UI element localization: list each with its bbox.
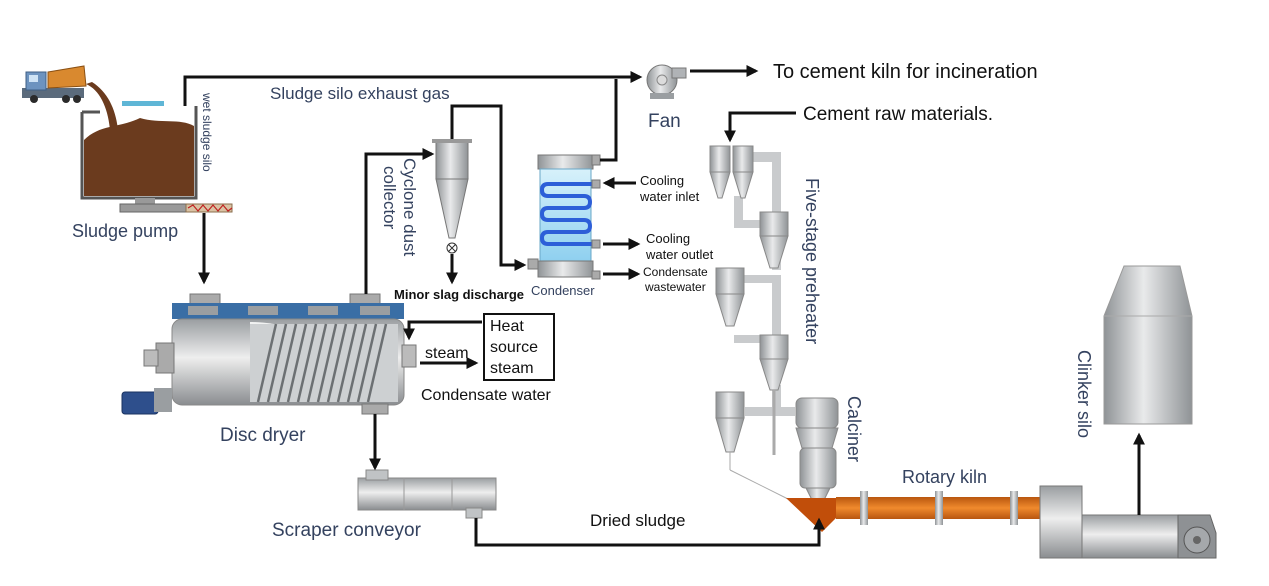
cooling-in-label-1: Cooling bbox=[640, 173, 684, 188]
fan-label: Fan bbox=[648, 111, 681, 132]
condensate-water-label: Condensate water bbox=[421, 387, 552, 404]
cyclone-label-line1: Cyclone dust bbox=[400, 158, 419, 257]
preheater-label: Five-stage preheater bbox=[802, 178, 822, 344]
cooling-out-label-2: water outlet bbox=[645, 247, 714, 262]
condensate-ww-label-1: Condensate bbox=[643, 265, 708, 279]
exhaust-label: Sludge silo exhaust gas bbox=[270, 84, 450, 103]
condenser bbox=[527, 154, 601, 280]
to-kiln-label: To cement kiln for incineration bbox=[773, 61, 1038, 83]
cooling-out-label-1: Cooling bbox=[646, 231, 690, 246]
condensate-ww-label-2: wastewater bbox=[644, 280, 706, 294]
heat-source-box bbox=[483, 313, 555, 381]
dump-truck-icon bbox=[22, 65, 87, 103]
rotary-kiln-label: Rotary kiln bbox=[902, 467, 987, 487]
heat-label-1: Heat bbox=[490, 318, 524, 335]
scraper-label: Scraper conveyor bbox=[272, 520, 422, 541]
cyclone-label-line2: collector bbox=[380, 166, 399, 230]
flow-lines bbox=[183, 65, 1145, 547]
five-stage-preheater bbox=[709, 145, 795, 501]
calciner bbox=[795, 397, 839, 501]
condenser-label: Condenser bbox=[531, 283, 595, 298]
disc-dryer bbox=[121, 293, 417, 415]
clinker-silo-label: Clinker silo bbox=[1074, 350, 1094, 438]
cooling-in-label-2: water inlet bbox=[639, 189, 700, 204]
sludge-stream bbox=[86, 82, 118, 130]
calciner-label: Calciner bbox=[844, 396, 864, 462]
raw-materials-label: Cement raw materials. bbox=[803, 104, 993, 125]
heat-label-2: source bbox=[490, 339, 538, 356]
steam-label: steam bbox=[425, 345, 469, 362]
clinker-silo bbox=[1103, 265, 1193, 425]
minor-slag-label: Minor slag discharge bbox=[394, 287, 524, 302]
heat-label-3: steam bbox=[490, 360, 534, 377]
clinker-cooler bbox=[1039, 485, 1217, 559]
disc-dryer-label: Disc dryer bbox=[220, 425, 306, 446]
dried-sludge-label: Dried sludge bbox=[590, 511, 685, 530]
scraper-conveyor bbox=[357, 469, 497, 519]
fan-icon bbox=[646, 64, 687, 99]
wet-silo-label: wet sludge silo bbox=[200, 92, 214, 172]
wet-sludge-silo bbox=[80, 101, 233, 213]
sludge-pump-label: Sludge pump bbox=[72, 221, 178, 241]
cyclone-dust-collector bbox=[432, 139, 472, 254]
